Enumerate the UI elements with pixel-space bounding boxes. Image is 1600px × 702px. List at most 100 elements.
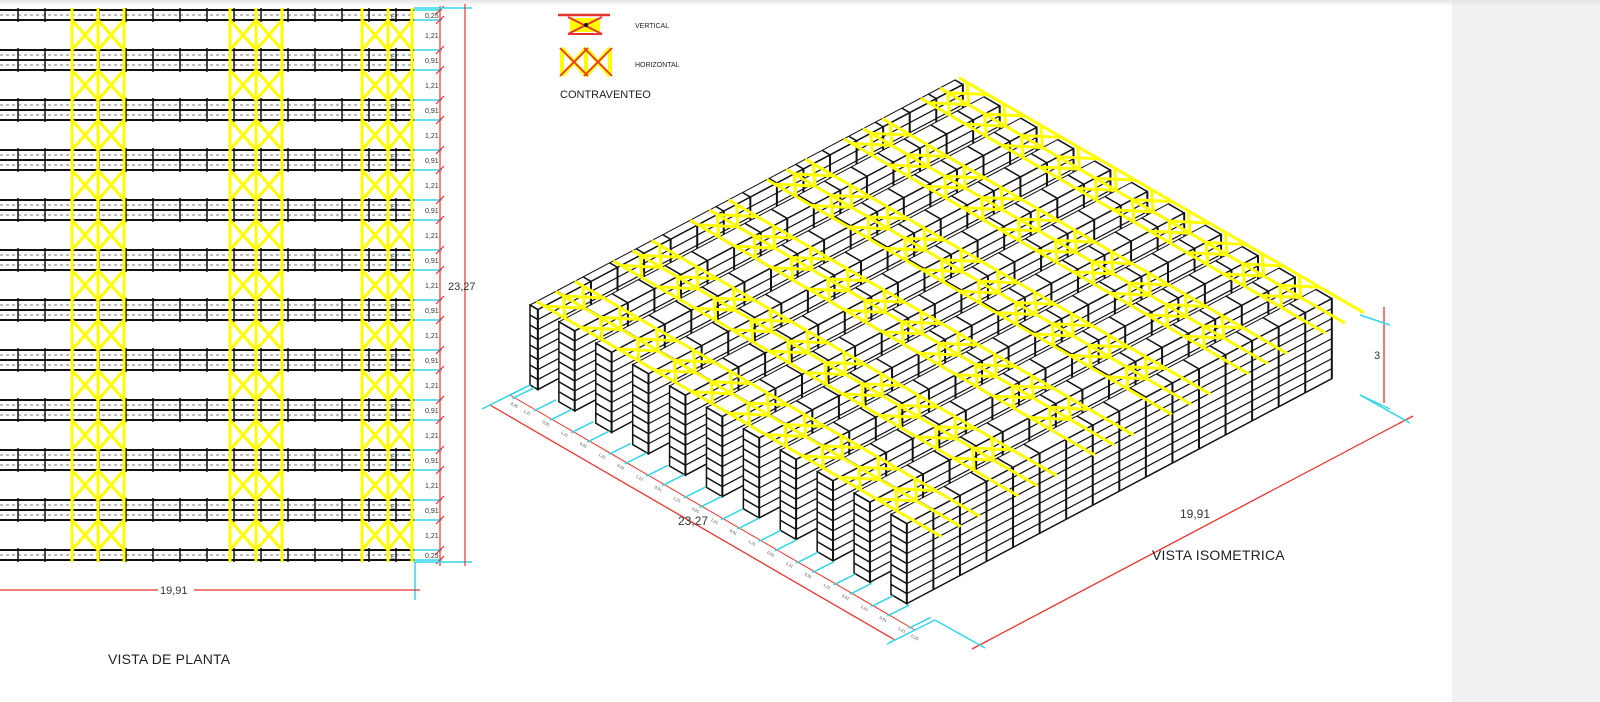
iso-extension-line bbox=[570, 421, 594, 434]
plan-bracing-column bbox=[360, 8, 414, 562]
rack-top-tie bbox=[890, 513, 908, 525]
bracing-diagonal bbox=[712, 297, 718, 321]
bracing-diagonal bbox=[386, 169, 414, 201]
rack-top-tie bbox=[838, 336, 856, 347]
segment-dimension-label: 1,21 bbox=[425, 383, 439, 390]
bracing-diagonal bbox=[70, 119, 100, 151]
rack-end-shelf bbox=[669, 435, 686, 446]
rack-top-tie bbox=[728, 272, 745, 283]
bracing-diagonal bbox=[254, 469, 284, 501]
rack-top-tie bbox=[1020, 117, 1038, 129]
segment-dimension-label: 1,21 bbox=[425, 233, 439, 240]
rack-top-tie bbox=[706, 406, 723, 418]
rack-top-tie bbox=[998, 252, 1015, 263]
rack-end-shelf bbox=[632, 423, 649, 435]
plan-bracing-column bbox=[70, 8, 126, 562]
rack-top-tie bbox=[1156, 373, 1173, 384]
rack-top-tie bbox=[1145, 337, 1163, 349]
bracing-rail bbox=[939, 86, 1346, 325]
iso-depth-dimension-line bbox=[489, 404, 896, 641]
rack-top-tie bbox=[1119, 351, 1136, 363]
legend-vertical-label: VERTICAL bbox=[635, 23, 670, 30]
total-depth-label: 23,27 bbox=[448, 281, 476, 293]
bracing-diagonal bbox=[386, 269, 414, 301]
bracing-diagonal bbox=[386, 419, 414, 451]
top-shadow bbox=[0, 0, 1600, 6]
iso-extension-line bbox=[587, 430, 610, 443]
rack-top-tie bbox=[748, 343, 766, 354]
bracing-diagonal bbox=[360, 119, 390, 151]
rack-top-tie bbox=[1262, 316, 1280, 328]
bracing-diagonal bbox=[386, 219, 414, 251]
rack-top-tie bbox=[664, 264, 682, 276]
rack-top-tie bbox=[1235, 330, 1253, 342]
bracing-diagonal bbox=[228, 69, 258, 101]
bracing-diagonal bbox=[749, 319, 755, 343]
rack-top-tie bbox=[861, 201, 878, 213]
rack-top-tie bbox=[1125, 266, 1142, 278]
rack-top-tie bbox=[632, 363, 649, 375]
rack-end-shelf bbox=[595, 352, 613, 364]
bracing-diagonal bbox=[937, 342, 942, 366]
rack-end-shelf bbox=[743, 498, 760, 509]
bracing-rail bbox=[535, 300, 943, 538]
bracing-diagonal bbox=[916, 394, 922, 418]
segment-dimension-label: 0,25 bbox=[425, 13, 439, 20]
iso-bracing-band bbox=[766, 157, 1212, 416]
legend-horizontal-brace-icon bbox=[559, 46, 613, 78]
bracing-diagonal bbox=[1220, 315, 1226, 339]
bracing-diagonal bbox=[70, 319, 100, 351]
rack-end-shelf bbox=[816, 500, 834, 512]
bracing-diagonal bbox=[691, 349, 697, 373]
isometric-view: 0,251,210,911,210,911,210,911,210,911,21… bbox=[481, 76, 1414, 650]
iso-segment-label: 1,21 bbox=[897, 626, 907, 635]
bracing-diagonal bbox=[731, 287, 737, 311]
iso-extension-line bbox=[624, 452, 648, 465]
bracing-diagonal bbox=[96, 119, 126, 151]
iso-depth-chain-line bbox=[509, 394, 916, 631]
bracing-diagonal bbox=[96, 369, 126, 401]
rack-top-tie bbox=[992, 337, 1009, 348]
rack-top-tie bbox=[685, 335, 703, 347]
rack-top-tie bbox=[1209, 345, 1226, 356]
rack-top-tie bbox=[1135, 302, 1153, 313]
rack-end-shelf bbox=[669, 455, 686, 466]
rack-top-tie bbox=[759, 378, 776, 390]
bracing-diagonal bbox=[860, 383, 866, 407]
plan-rack-row: E bbox=[0, 398, 414, 422]
rack-end-shelf bbox=[632, 393, 649, 405]
bracing-diagonal bbox=[360, 19, 390, 51]
rack-end-shelf bbox=[816, 510, 834, 522]
rack-top-tie bbox=[1094, 160, 1111, 171]
iso-extension-line bbox=[811, 560, 835, 574]
dimension-tick bbox=[435, 515, 445, 525]
rack-top-tie bbox=[877, 152, 894, 163]
bracing-diagonal bbox=[228, 269, 258, 301]
legend-horizontal-label: HORIZONTAL bbox=[635, 62, 680, 69]
bracing-rail bbox=[631, 249, 1039, 488]
bracing-diagonal bbox=[728, 371, 734, 394]
bracing-diagonal bbox=[933, 426, 939, 450]
bracing-diagonal bbox=[228, 319, 258, 351]
rack-end-shelf bbox=[632, 433, 649, 445]
rack-end-shelf bbox=[529, 344, 539, 351]
rack-top-tie bbox=[853, 492, 871, 503]
bracing-diagonal bbox=[254, 519, 284, 551]
iso-extension-line bbox=[833, 573, 856, 586]
rack-top-tie bbox=[881, 272, 899, 284]
rack-top-tie bbox=[1039, 393, 1057, 405]
rack-top-tie bbox=[906, 464, 924, 475]
rack-top-tie bbox=[1178, 238, 1195, 250]
iso-segment-label: 0,91 bbox=[766, 550, 776, 559]
bracing-diagonal bbox=[1146, 272, 1152, 296]
bracing-diagonal bbox=[1090, 261, 1096, 285]
legend-title: CONTRAVENTEO bbox=[560, 89, 651, 101]
bracing-diagonal bbox=[70, 169, 100, 201]
rack-top-tie bbox=[1215, 260, 1232, 271]
dimension-tick bbox=[435, 115, 445, 125]
bracing-diagonal bbox=[386, 469, 414, 501]
rack-top-tie bbox=[986, 422, 1004, 433]
iso-segment-label: 1,21 bbox=[598, 452, 608, 461]
bracing-rail bbox=[862, 127, 1269, 366]
iso-segment-label: 0,91 bbox=[804, 571, 814, 580]
